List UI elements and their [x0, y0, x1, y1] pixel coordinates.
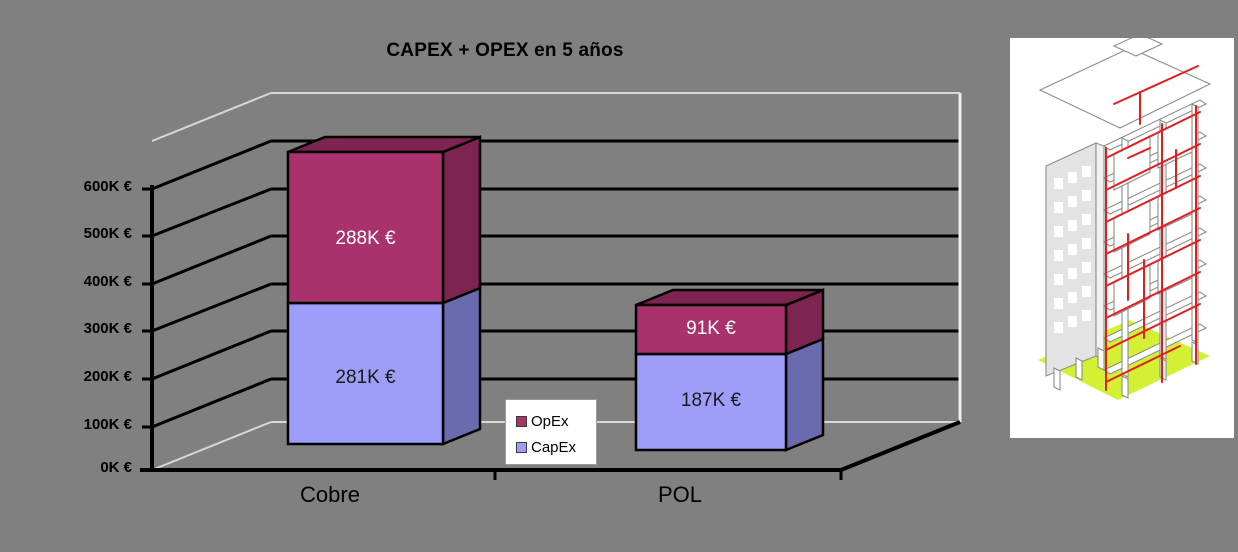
bar-cobre-capex-side	[441, 286, 482, 446]
legend-swatch-capex	[516, 441, 527, 453]
ytick-label-600k: 600K €	[83, 178, 132, 195]
building-cutaway-icon	[1010, 38, 1234, 438]
bar-pol-opex-front	[634, 303, 788, 356]
bar-pol-opex-label: 91K €	[686, 318, 736, 339]
bar-cobre-opex-label: 288K €	[335, 228, 396, 249]
chart-title: CAPEX + OPEX en 5 años	[386, 40, 624, 61]
bar-cobre[interactable]	[286, 135, 482, 446]
bar-pol-capex-side	[784, 337, 825, 452]
bar-pol[interactable]	[634, 288, 825, 452]
ytick-label-400k: 400K €	[83, 273, 132, 290]
legend-swatch-opex	[516, 415, 527, 427]
bar-cobre-capex-label: 281K €	[335, 367, 396, 388]
legend-label-capex: CapEx	[531, 438, 577, 456]
axes	[140, 185, 961, 480]
ytick-label-300k: 300K €	[83, 320, 132, 337]
legend-item-capex[interactable]: CapEx	[516, 434, 596, 460]
bar-cobre-opex-front	[286, 150, 445, 305]
category-label-pol: POL	[657, 482, 703, 507]
ytick-label-0k: 0K €	[100, 459, 132, 476]
legend-label-opex: OpEx	[531, 412, 569, 430]
ytick-label-100k: 100K €	[83, 416, 132, 433]
category-label-cobre: Cobre	[300, 482, 360, 507]
bar-cobre-opex-side	[441, 135, 482, 305]
building-illustration	[1010, 38, 1234, 438]
legend-item-opex[interactable]: OpEx	[516, 408, 596, 434]
chart-legend: OpEx CapEx	[505, 399, 597, 465]
ytick-label-200k: 200K €	[83, 368, 132, 385]
bar-pol-capex-label: 187K €	[680, 390, 742, 411]
gridlines	[271, 139, 960, 381]
depth-connectors	[151, 139, 272, 429]
bar-cobre-opex-top	[287, 135, 481, 154]
ytick-label-500k: 500K €	[83, 225, 132, 242]
